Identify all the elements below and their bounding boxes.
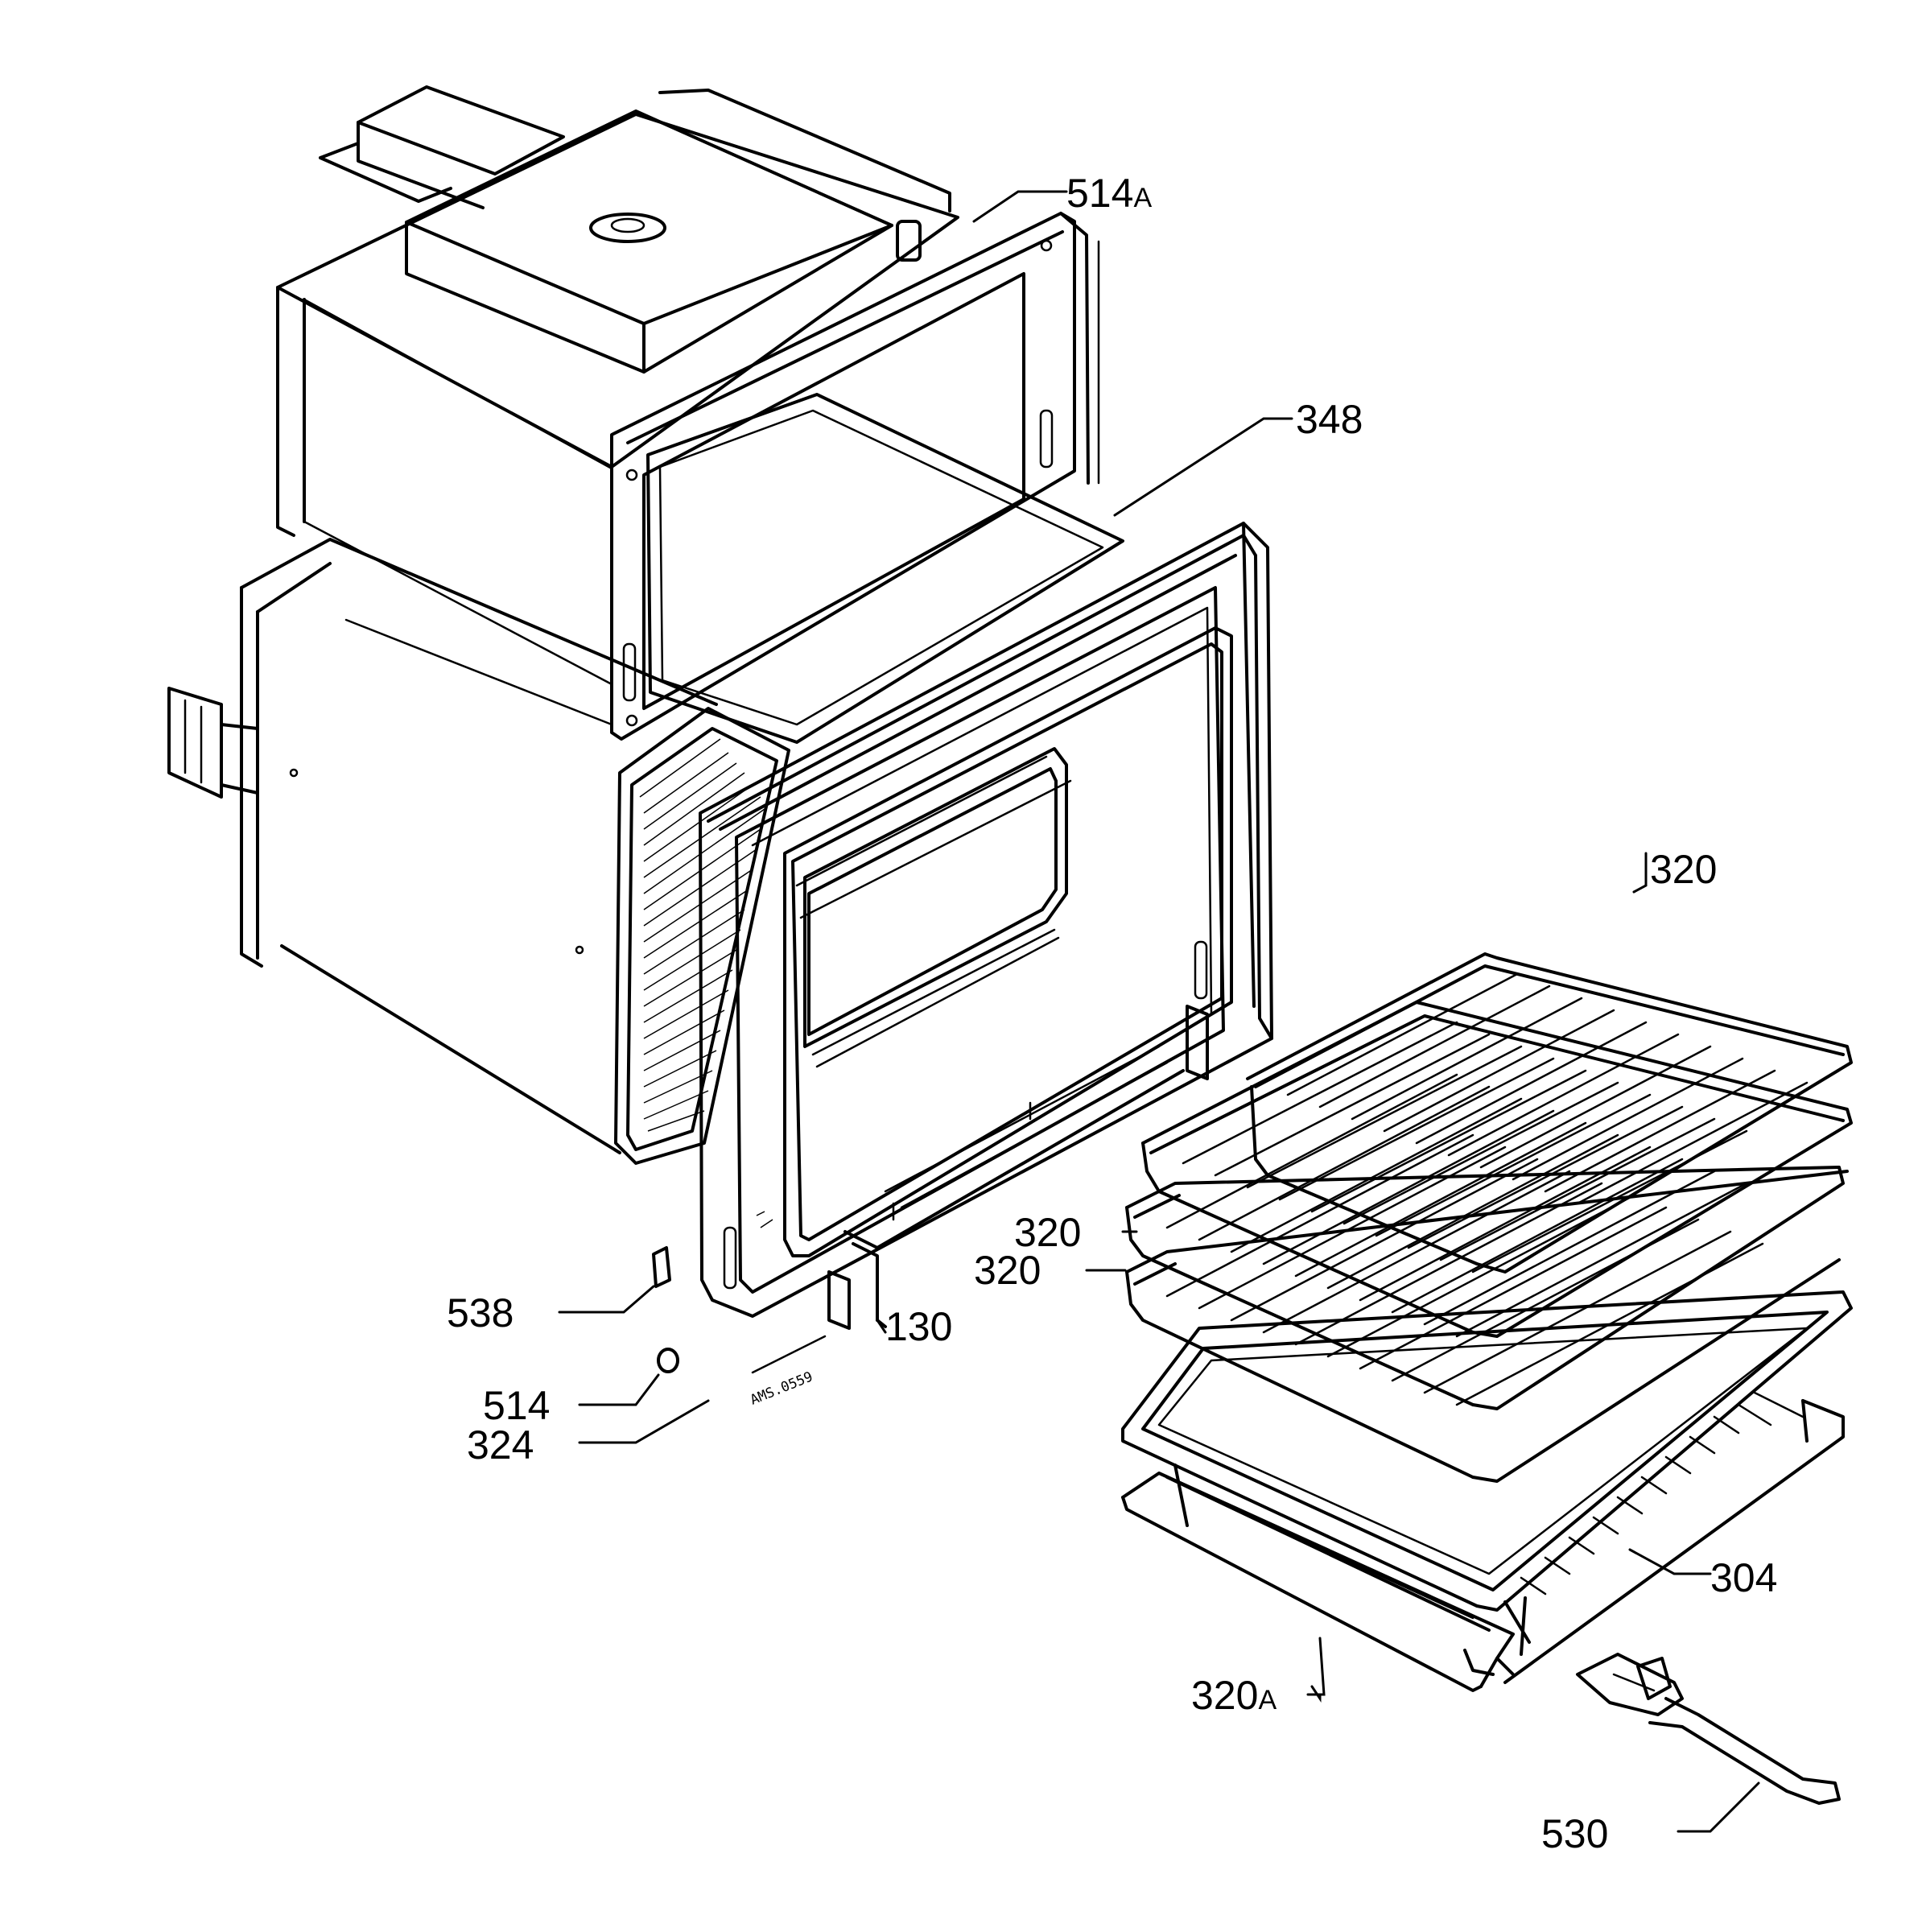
- rating-plate-stamp: AMS.0559: [748, 1368, 815, 1408]
- callout-320A: 320A: [1191, 1673, 1277, 1718]
- callout-514: 514: [483, 1383, 550, 1428]
- oven-shelves: [1125, 952, 1853, 1483]
- callout-labels: 514A 348 320 320 320 130 538 514 324 304…: [447, 171, 1777, 1856]
- part-514: [657, 1348, 679, 1373]
- callout-304: 304: [1710, 1555, 1777, 1600]
- top-housing: [276, 85, 1124, 744]
- leader-lines: [558, 190, 1760, 1833]
- callout-538: 538: [447, 1290, 513, 1335]
- callout-320-low: 320: [974, 1248, 1041, 1293]
- oven-door: AMS.0559: [699, 522, 1273, 1409]
- callout-320-mid: 320: [1014, 1210, 1081, 1255]
- grill-pan-handle: [1576, 1653, 1841, 1805]
- callout-320-top: 320: [1650, 847, 1717, 892]
- callout-530: 530: [1541, 1811, 1608, 1856]
- callout-130: 130: [885, 1304, 952, 1349]
- oven-cavity: [167, 538, 790, 1165]
- callout-324: 324: [467, 1422, 534, 1468]
- part-538: [652, 1246, 671, 1288]
- callout-514A: 514A: [1066, 171, 1152, 216]
- callout-348: 348: [1296, 397, 1363, 442]
- tray-and-grill-pan: [1121, 1290, 1853, 1692]
- small-parts: [652, 1246, 679, 1373]
